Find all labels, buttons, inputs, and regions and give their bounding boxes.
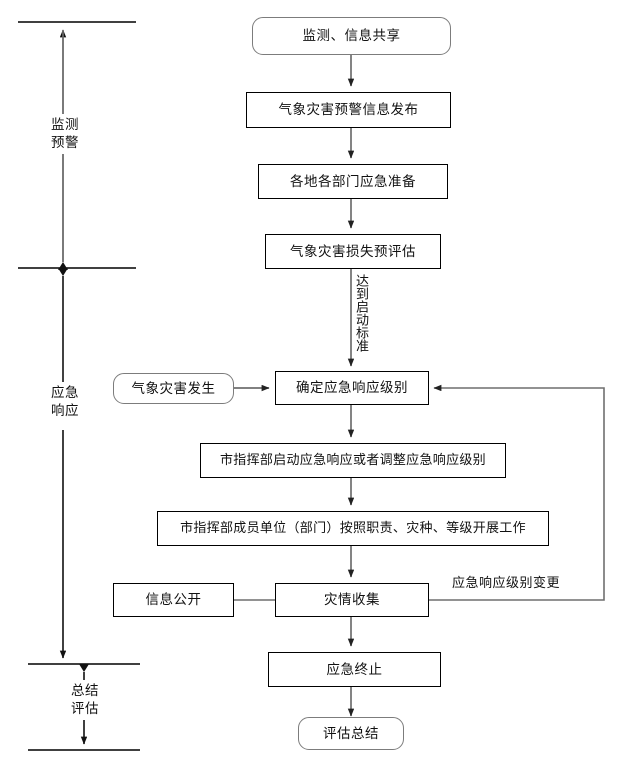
node-city-hq-activate-response[interactable]: 市指挥部启动应急响应或者调整应急响应级别 — [200, 443, 506, 478]
node-label: 灾情收集 — [324, 592, 380, 608]
edge-label-text: 应急响应级别变更 — [452, 575, 561, 590]
node-label: 各地各部门应急准备 — [290, 173, 416, 189]
phase-label-line2: 评估 — [71, 701, 99, 717]
phase-label-line2: 预警 — [51, 135, 79, 151]
node-label: 气象灾害预警信息发布 — [278, 102, 419, 118]
node-label: 确定应急响应级别 — [296, 380, 408, 396]
node-member-units-duties[interactable]: 市指挥部成员单位（部门）按照职责、灾种、等级开展工作 — [157, 511, 549, 546]
edge-label-text: 达到启动标准 — [354, 274, 369, 352]
response-level-change-loop — [428, 384, 605, 601]
node-label: 应急终止 — [326, 661, 383, 677]
node-label: 信息公开 — [145, 592, 202, 608]
node-label: 评估总结 — [323, 725, 379, 741]
node-warning-release[interactable]: 气象灾害预警信息发布 — [246, 92, 451, 128]
node-label: 市指挥部成员单位（部门）按照职责、灾种、等级开展工作 — [180, 520, 526, 536]
node-label: 市指挥部启动应急响应或者调整应急响应级别 — [219, 452, 486, 468]
edge-label-response-level-change: 应急响应级别变更 — [452, 572, 560, 591]
node-local-department-preparation[interactable]: 各地各部门应急准备 — [258, 164, 448, 199]
phase-response-line1: 应急 — [51, 385, 79, 400]
node-determine-response-level[interactable]: 确定应急响应级别 — [275, 371, 429, 405]
node-damage-collection[interactable]: 灾情收集 — [275, 583, 429, 617]
node-information-disclosure[interactable]: 信息公开 — [113, 583, 234, 617]
phase-summary-line1: 总结 — [71, 683, 99, 698]
phase-label-summary: 总结 评估 — [58, 680, 112, 721]
node-emergency-termination[interactable]: 应急终止 — [268, 652, 441, 687]
node-loss-pre-assessment[interactable]: 气象灾害损失预评估 — [265, 234, 441, 269]
node-label: 气象灾害发生 — [131, 380, 216, 396]
phase-label-response: 应急 响应 — [38, 382, 92, 423]
phase-bracket-arrowheads — [58, 262, 89, 672]
phase-label-line2: 响应 — [51, 403, 79, 419]
node-monitoring-info-sharing[interactable]: 监测、信息共享 — [252, 17, 451, 55]
node-assessment-summary[interactable]: 评估总结 — [298, 717, 404, 750]
phase-label-monitoring: 监测 预警 — [38, 114, 92, 155]
edge-label-activation-threshold: 达到启动标准 — [354, 274, 369, 352]
node-label: 气象灾害损失预评估 — [290, 243, 416, 259]
node-label: 监测、信息共享 — [302, 28, 401, 44]
phase-monitoring-line1: 监测 — [51, 117, 79, 132]
node-disaster-occurs[interactable]: 气象灾害发生 — [113, 373, 234, 404]
